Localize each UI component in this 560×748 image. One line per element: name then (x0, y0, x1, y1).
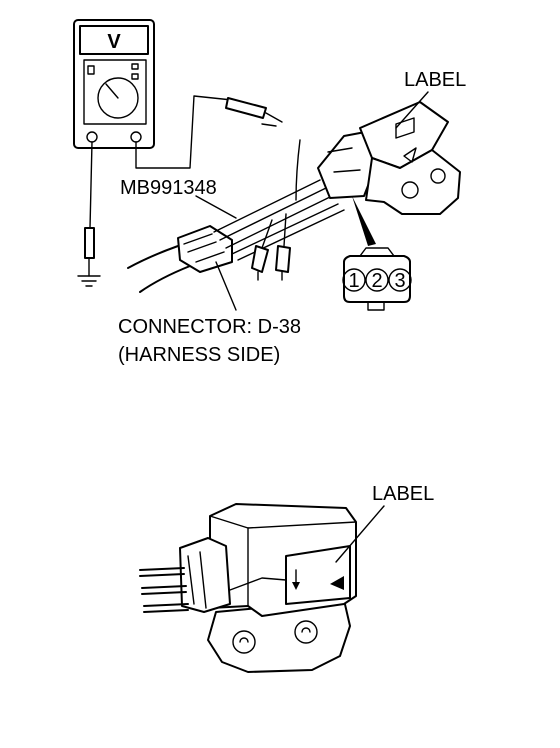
pin-1 (342, 268, 366, 292)
harness-cable (127, 225, 233, 293)
leader-lines-bottom (335, 505, 385, 563)
test-harness-wires (213, 139, 345, 281)
pin-3 (388, 268, 412, 292)
pin-1-number: 1 (348, 270, 359, 292)
voltmeter: V (73, 19, 155, 149)
ground-probe (77, 141, 101, 287)
connector-label: CONNECTOR: D-38 (118, 316, 301, 338)
pin-2-number: 2 (371, 270, 382, 292)
voltmeter-symbol: V (107, 31, 121, 53)
tool-label: MB991348 (120, 177, 217, 199)
label-callout-bottom: LABEL (372, 483, 434, 505)
connector-pin-face: 1 2 3 (342, 247, 412, 311)
connector-side-label: (HARNESS SIDE) (118, 344, 280, 366)
pin-3-number: 3 (394, 270, 405, 292)
pin-2 (365, 268, 389, 292)
sensor-bottom (139, 503, 357, 673)
label-callout-top: LABEL (404, 69, 466, 91)
leader-lines-top (195, 91, 429, 311)
positive-lead (135, 95, 283, 169)
sensor-top (317, 101, 461, 246)
